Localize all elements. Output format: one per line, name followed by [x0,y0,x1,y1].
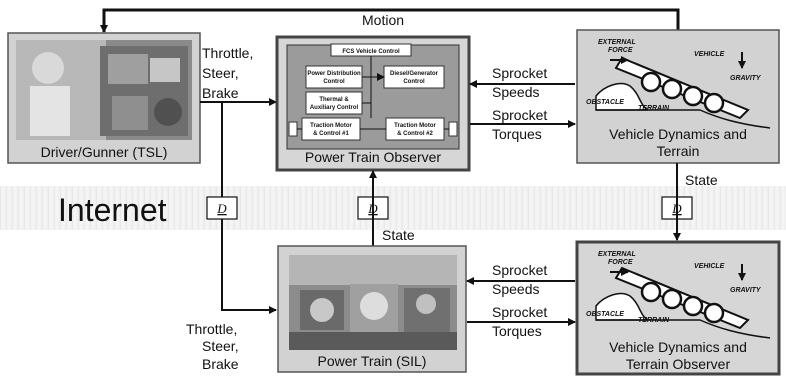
brake-label-bottom: Brake [202,356,239,372]
delay-block-left: D [206,196,238,220]
thermal-auxiliary-control: Thermal & [319,97,349,103]
svg-text:OBSTACLE: OBSTACLE [586,311,624,318]
svg-text:EXTERNAL: EXTERNAL [598,39,636,46]
sprocket-torques-label-top: Sprocket [492,107,547,123]
sprocket-torques-label-bottom: Sprocket [492,304,547,320]
svg-text:GRAVITY: GRAVITY [730,75,762,82]
svg-text:OBSTACLE: OBSTACLE [586,99,624,106]
power-distribution-control: Power Distribution [307,71,361,77]
svg-text:D: D [216,201,227,216]
steer-label-bottom: Steer, [202,338,239,354]
svg-text:& Control #1: & Control #1 [313,131,349,137]
svg-text:VEHICLE: VEHICLE [694,263,725,270]
power-train-photo [289,255,457,350]
svg-text:TERRAIN: TERRAIN [638,105,670,112]
traction-motor-1: Traction Motor [310,123,352,129]
steer-label-top: Steer, [202,65,239,81]
power-train-sil-box: Power Train (SIL) [277,245,467,373]
vehicle-dynamics-observer-box: EXTERNAL FORCE VEHICLE GRAVITY OBSTACLE … [575,240,781,376]
svg-text:FORCE: FORCE [608,47,633,54]
observer-title: Power Train Observer [305,149,441,165]
svg-text:EXTERNAL: EXTERNAL [598,251,636,258]
sprocket-speeds-label-bottom: Sprocket [492,262,547,278]
svg-text:VEHICLE: VEHICLE [694,51,725,58]
state-label-middle: State [382,227,415,243]
fcs-vehicle-control: FCS Vehicle Control [342,49,400,55]
traction-motor-2: Traction Motor [394,123,436,129]
svg-text:GRAVITY: GRAVITY [730,287,762,294]
vehicle-sketch-bottom: EXTERNAL FORCE VEHICLE GRAVITY OBSTACLE … [586,251,771,339]
sprocket-speeds-label-top-2: Speeds [492,84,539,100]
driver-to-powertrain-line [221,102,277,314]
driver-gunner-box: Driver/Gunner (TSL) [7,32,201,164]
throttle-label-bottom: Throttle, [186,321,237,337]
driver-photo [16,40,192,140]
vehicle-dynamics-title-top-2: Terrain [657,143,700,159]
svg-text:FORCE: FORCE [608,259,633,266]
sprocket-torques-label-top-2: Torques [492,126,542,142]
vehicle-dynamics-title-top: Vehicle Dynamics and [609,126,747,142]
vehicle-observer-title-2: Terrain Observer [626,356,731,372]
internet-band [0,186,786,230]
vehicle-dynamics-box-top: EXTERNAL FORCE VEHICLE GRAVITY OBSTACLE … [576,29,780,164]
internet-label: Internet [58,192,167,228]
svg-text:Control: Control [323,79,345,85]
svg-text:TERRAIN: TERRAIN [638,317,670,324]
motion-label: Motion [362,12,404,28]
power-train-observer-box: FCS Vehicle Control Power Distribution C… [275,35,471,172]
sprocket-speeds-label-top: Sprocket [492,65,547,81]
state-label-right: State [685,172,718,188]
svg-text:Control: Control [403,79,425,85]
sprocket-speeds-label-bottom-2: Speeds [492,281,539,297]
diesel-generator-control: Diesel/Generator [390,71,439,77]
throttle-label-top: Throttle, [202,45,253,61]
power-train-title: Power Train (SIL) [318,353,427,369]
driver-title: Driver/Gunner (TSL) [41,144,168,160]
vehicle-sketch-top: EXTERNAL FORCE VEHICLE GRAVITY OBSTACLE … [586,39,771,129]
svg-text:Auxiliary Control: Auxiliary Control [310,105,359,111]
motion-feedback-line [100,8,680,33]
svg-text:& Control #2: & Control #2 [397,131,433,137]
vehicle-observer-title: Vehicle Dynamics and [609,339,747,355]
brake-label-top: Brake [202,85,239,101]
sprocket-torques-label-bottom-2: Torques [492,323,542,339]
